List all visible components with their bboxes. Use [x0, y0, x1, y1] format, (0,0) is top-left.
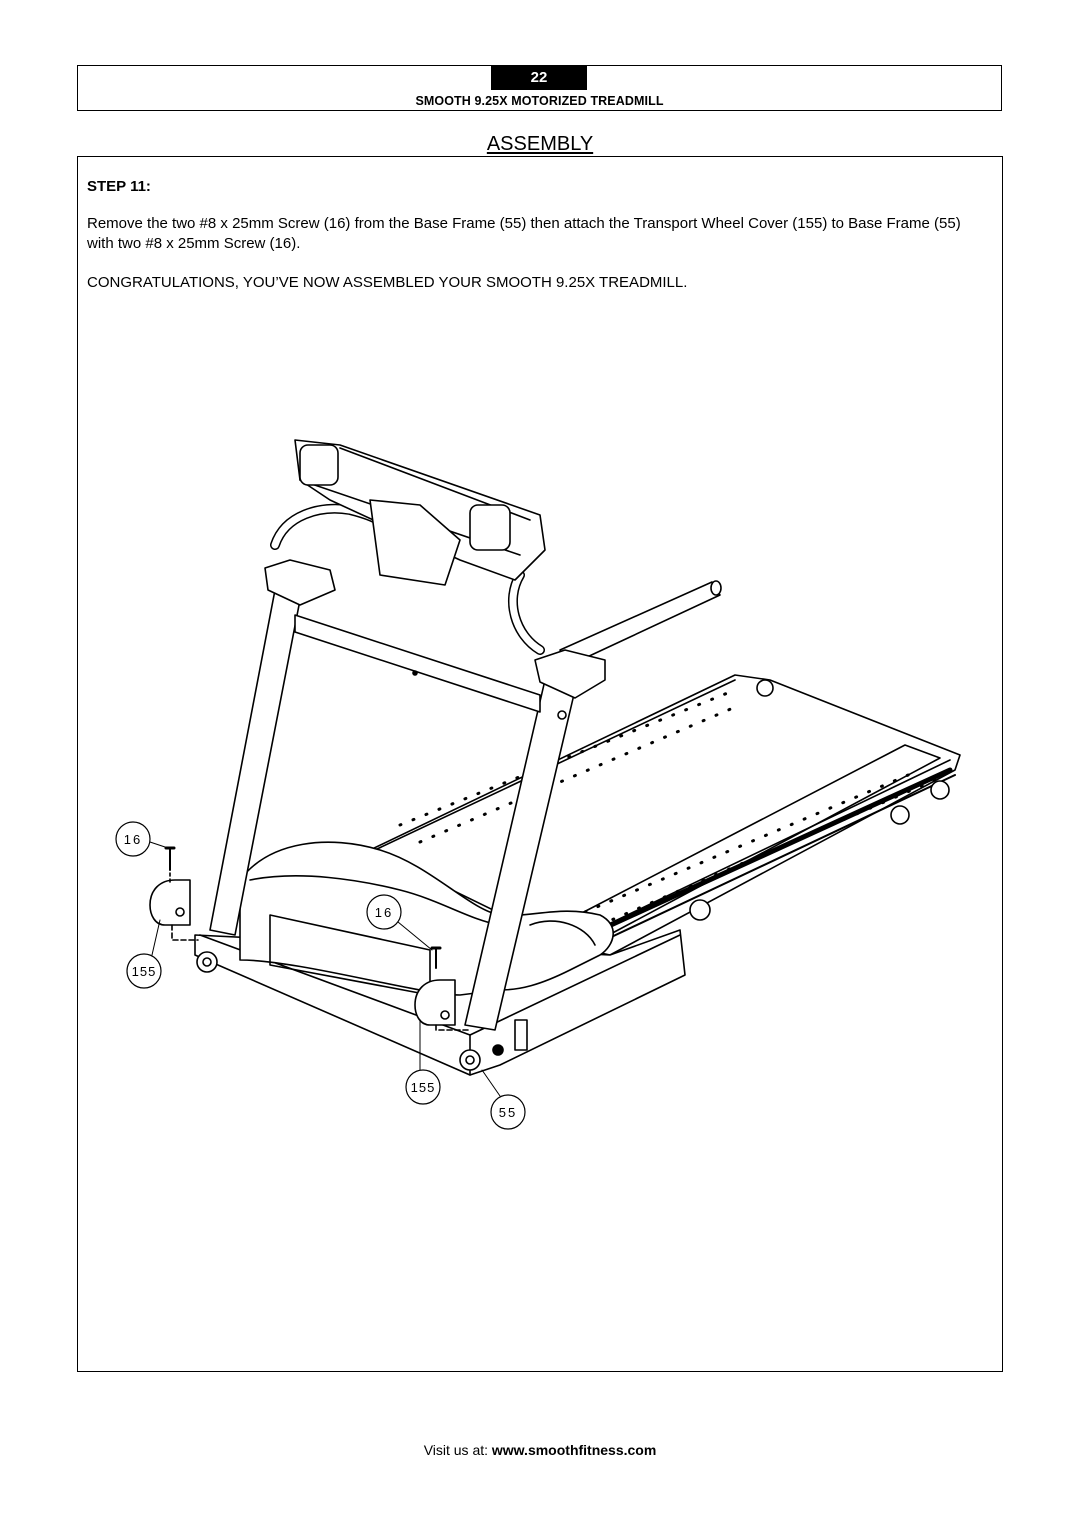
section-title: ASSEMBLY [0, 133, 1080, 156]
callout-16-left: 16 [124, 832, 142, 847]
crossbar [294, 614, 541, 713]
rear-wheel-left [689, 899, 711, 921]
front-wheel-right [459, 1049, 481, 1071]
callout-155-right: 155 [411, 1080, 436, 1095]
rear-wheel-right [890, 805, 910, 825]
section-title-text: ASSEMBLY [486, 133, 594, 155]
treadmill-assembly-diagram: 16 16 155 155 55 [115, 439, 961, 1130]
transport-wheel-cover-left [149, 879, 191, 926]
side-handlebar [559, 581, 721, 666]
callout-16-right: 16 [375, 905, 393, 920]
transport-wheel-cover-right [414, 979, 456, 1026]
header-box [77, 65, 1002, 111]
content-box [77, 156, 1003, 1372]
callout-155-left: 155 [132, 964, 157, 979]
footer-prefix: Visit us at: [423, 1442, 492, 1458]
congratulations-text: CONGRATULATIONS, YOU’VE NOW ASSEMBLED YO… [87, 274, 688, 291]
front-wheel-left [196, 951, 218, 973]
footer: Visit us at: www.smoothfitness.com [0, 1442, 1080, 1458]
step-instruction: Remove the two #8 x 25mm Screw (16) from… [87, 215, 961, 252]
footer-url[interactable]: www.smoothfitness.com [491, 1442, 657, 1458]
callout-55: 55 [499, 1105, 517, 1120]
step-label: STEP 11: [87, 178, 151, 195]
console [294, 439, 546, 586]
page-number: 22 [491, 66, 587, 90]
deck-rails [398, 688, 937, 927]
document-title: SMOOTH 9.25X MOTORIZED TREADMILL [415, 94, 664, 108]
